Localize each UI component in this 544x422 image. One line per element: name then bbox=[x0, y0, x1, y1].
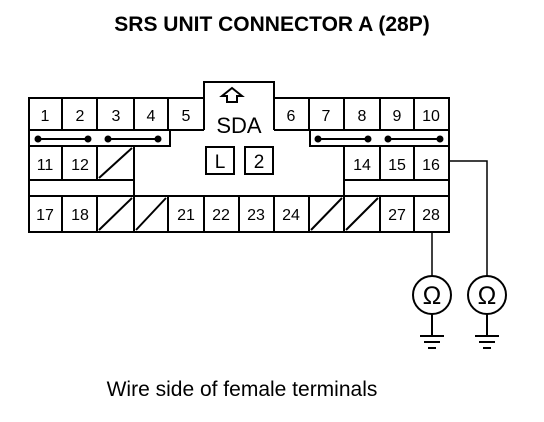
terminal-16: 16 bbox=[422, 157, 440, 174]
terminal-3: 3 bbox=[112, 108, 121, 125]
terminal-7: 7 bbox=[322, 108, 331, 125]
lock-box-l bbox=[205, 146, 235, 175]
terminal-24: 24 bbox=[282, 207, 300, 224]
terminal-23: 23 bbox=[247, 207, 265, 224]
terminal-28: 28 bbox=[422, 207, 440, 224]
terminal-14: 14 bbox=[353, 157, 371, 174]
ohm-symbol: Ω bbox=[478, 282, 497, 310]
connector-label: SDA bbox=[216, 113, 262, 138]
lock-box-2 bbox=[244, 146, 274, 175]
ground-icon bbox=[420, 335, 444, 349]
terminal-1: 1 bbox=[41, 108, 50, 125]
diagram-title: SRS UNIT CONNECTOR A (28P) bbox=[114, 13, 430, 36]
terminal-8: 8 bbox=[358, 108, 367, 125]
blocked-cavity bbox=[310, 197, 343, 231]
ground-icon bbox=[475, 335, 499, 349]
terminal-4: 4 bbox=[147, 108, 156, 125]
ohm-symbol: Ω bbox=[423, 282, 442, 310]
terminal-21: 21 bbox=[177, 207, 195, 224]
lock-marker-l: L bbox=[215, 152, 226, 173]
terminal-18: 18 bbox=[71, 207, 89, 224]
terminal-15: 15 bbox=[388, 157, 406, 174]
shorting-bars bbox=[34, 135, 444, 143]
terminal-5: 5 bbox=[182, 108, 191, 125]
terminal-22: 22 bbox=[212, 207, 230, 224]
blocked-cavity bbox=[98, 147, 133, 179]
terminal-6: 6 bbox=[287, 108, 296, 125]
terminal-12: 12 bbox=[71, 157, 89, 174]
terminal-27: 27 bbox=[388, 207, 406, 224]
terminal-10: 10 bbox=[422, 108, 440, 125]
terminal-17: 17 bbox=[36, 207, 54, 224]
blocked-cavity bbox=[98, 197, 133, 231]
ohmmeter-icon bbox=[412, 275, 452, 336]
terminal-9: 9 bbox=[393, 108, 402, 125]
test-leads bbox=[431, 160, 488, 276]
blocked-cavity bbox=[135, 197, 167, 231]
terminal-11: 11 bbox=[37, 157, 54, 174]
lock-marker-2: 2 bbox=[254, 152, 265, 173]
terminal-2: 2 bbox=[76, 108, 85, 125]
up-arrow-icon bbox=[219, 86, 245, 103]
blocked-cavity bbox=[345, 197, 379, 231]
diagram-caption: Wire side of female terminals bbox=[106, 378, 378, 401]
ohmmeter-icon bbox=[467, 275, 507, 336]
